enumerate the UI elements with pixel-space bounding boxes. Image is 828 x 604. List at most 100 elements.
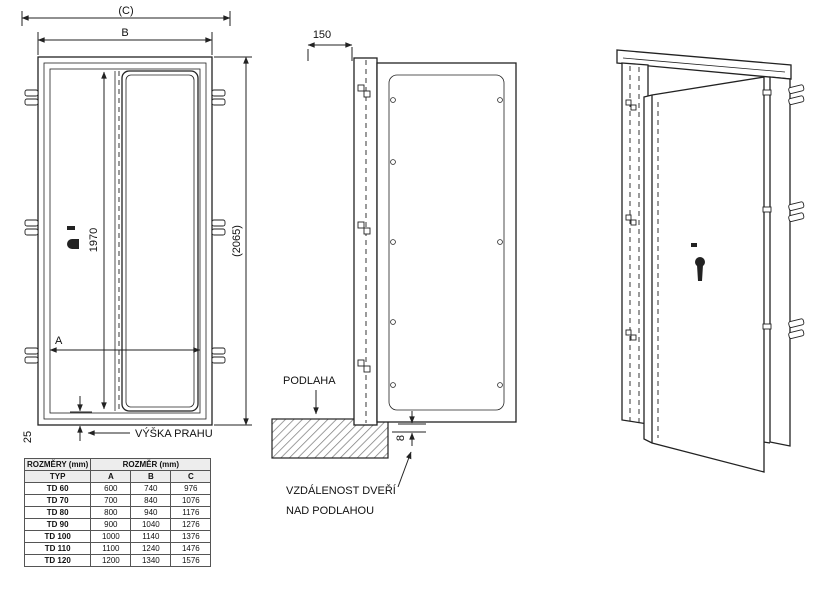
hinge-right-middle <box>211 219 226 236</box>
floor-label: PODLAHA <box>283 375 336 387</box>
table-header-left: ROZMĚRY (mm) <box>23 458 92 471</box>
dimension-1970: 1970 <box>88 71 107 410</box>
anchor-symbol-middle <box>357 221 371 235</box>
screw-icon <box>390 319 396 325</box>
screw-icon <box>390 239 396 245</box>
dim-2065-label: (2065) <box>231 225 243 257</box>
hinge-tab <box>24 98 39 106</box>
anchor-square <box>625 329 632 336</box>
cell-b: 1340 <box>130 554 172 567</box>
door-handle-icon <box>67 239 79 249</box>
cell-a: 700 <box>90 494 132 507</box>
table-header-right: ROZMĚR (mm) <box>90 458 212 471</box>
door-leaf-rear <box>376 62 517 423</box>
cell-typ: TD 60 <box>23 482 92 495</box>
frame-right-jamb <box>769 76 791 447</box>
hinge-tab <box>24 356 39 364</box>
lock-cylinder-icon <box>691 243 697 247</box>
screw-icon <box>390 159 396 165</box>
cell-c: 1176 <box>170 506 212 519</box>
frame-head-inner-line <box>622 57 786 73</box>
hinge-3d-middle <box>788 201 805 222</box>
dim-25-label: 25 <box>22 431 34 443</box>
table-header-row-2: TYP A B C <box>23 470 212 483</box>
jamb-anchor-middle <box>625 214 637 226</box>
cell-b: 1240 <box>130 542 172 555</box>
dim-1970-label: 1970 <box>88 228 100 252</box>
cell-a: 1100 <box>90 542 132 555</box>
jamb-anchor-bottom <box>625 329 637 341</box>
cell-a: 1200 <box>90 554 132 567</box>
hinge-tab <box>211 219 226 227</box>
dimension-b: B <box>37 27 213 55</box>
keyhole-icon <box>695 257 705 267</box>
cell-b: 1040 <box>130 518 172 531</box>
table-row: TD 90 900 1040 1276 <box>23 518 212 531</box>
hinge-3d-top <box>788 84 805 105</box>
cell-a: 800 <box>90 506 132 519</box>
cell-c: 1276 <box>170 518 212 531</box>
screw-icon <box>390 382 396 388</box>
dimension-a: A <box>49 335 201 353</box>
anchor-square <box>357 221 365 229</box>
door-frame-outer <box>37 56 213 426</box>
cell-b: 840 <box>130 494 172 507</box>
dim-8-label: 8 <box>395 435 407 441</box>
dimension-25: 25 <box>22 396 92 443</box>
door-leaf-inner <box>125 74 195 408</box>
screw-icon <box>497 239 503 245</box>
cell-a: 900 <box>90 518 132 531</box>
hinge-3d-bottom <box>788 318 805 339</box>
cell-c: 1376 <box>170 530 212 543</box>
hinge-tab <box>211 228 226 236</box>
dim-b-label: B <box>121 27 128 39</box>
keyhole-stem <box>697 265 703 281</box>
cell-c: 1076 <box>170 494 212 507</box>
front-view: (C) B <box>21 5 252 443</box>
anchor-square <box>357 359 365 367</box>
hinge-tab <box>788 318 805 328</box>
anchor-square <box>630 334 637 341</box>
column-header-c: C <box>170 470 212 483</box>
cell-b: 1140 <box>130 530 172 543</box>
gap-label-line2: NAD PODLAHOU <box>286 505 374 517</box>
anchor-symbol-bottom <box>357 359 371 373</box>
cell-a: 600 <box>90 482 132 495</box>
hinge-tab <box>788 212 805 222</box>
anchor-square <box>630 104 637 111</box>
hinge-tab <box>211 98 226 106</box>
cell-typ: TD 80 <box>23 506 92 519</box>
dimension-8: 8 <box>392 411 426 446</box>
threshold-callout: VÝŠKA PRAHU <box>87 427 213 440</box>
table-row: TD 60 600 740 976 <box>23 482 212 495</box>
hinge-tab <box>788 84 805 94</box>
dimension-2065: (2065) <box>214 56 252 426</box>
frame-head <box>616 49 792 80</box>
hinge-tab <box>24 347 39 355</box>
anchor-square <box>363 90 371 98</box>
hinge-tab <box>788 201 805 211</box>
table-row: TD 110 1100 1240 1476 <box>23 542 212 555</box>
anchor-square <box>357 84 365 92</box>
door-leaf-rear-inner <box>388 74 505 411</box>
cell-c: 1576 <box>170 554 212 567</box>
gap-callout: VZDÁLENOST DVEŘÍ NAD PODLAHOU <box>286 451 412 517</box>
hinge-left-top <box>24 89 39 106</box>
hinge-knuckle <box>762 323 772 330</box>
jamb-anchor-top <box>625 99 637 111</box>
column-header-b: B <box>130 470 172 483</box>
cell-typ: TD 120 <box>23 554 92 567</box>
screw-icon <box>497 97 503 103</box>
anchor-square <box>625 214 632 221</box>
dim-150-label: 150 <box>313 29 331 41</box>
door-frame-inner <box>43 62 207 420</box>
anchor-square <box>630 219 637 226</box>
dimension-150: 150 <box>307 29 353 61</box>
cell-c: 1476 <box>170 542 212 555</box>
column-header-a: A <box>90 470 132 483</box>
side-view: 150 <box>271 29 517 517</box>
cell-b: 740 <box>130 482 172 495</box>
gap-label-line1: VZDÁLENOST DVEŘÍ <box>286 484 397 497</box>
leader-arrow <box>397 451 412 488</box>
